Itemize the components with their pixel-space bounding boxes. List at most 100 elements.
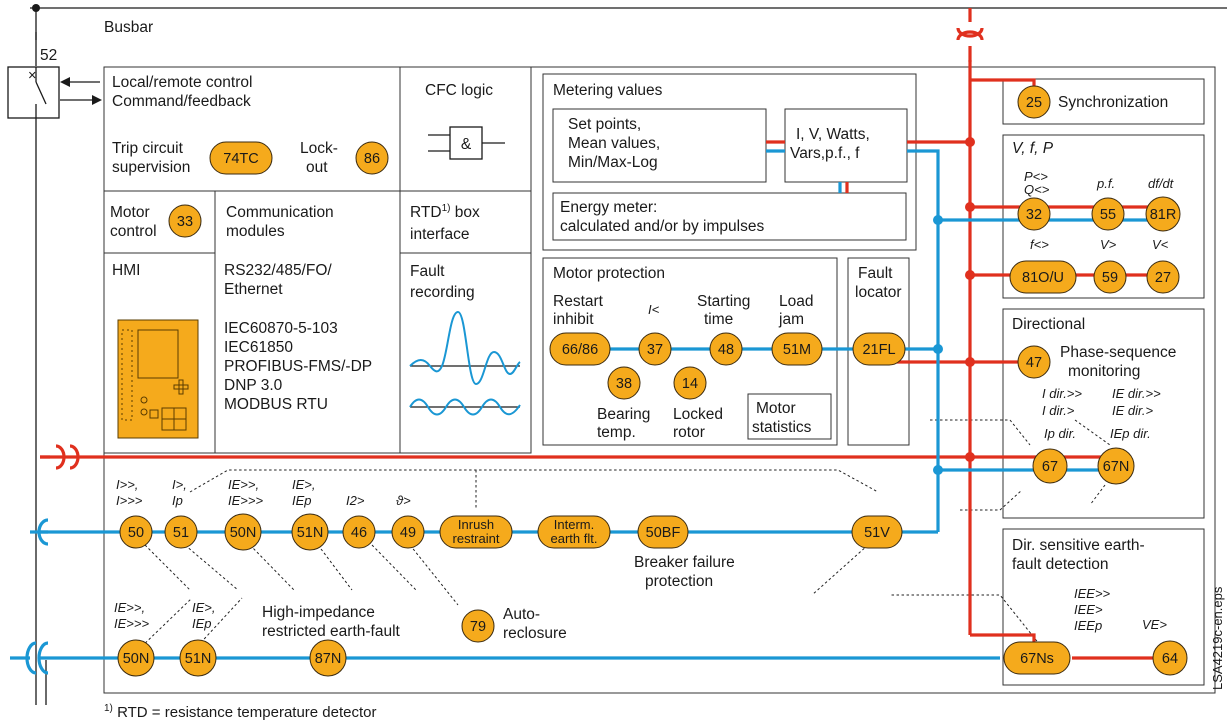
node-25: 25 [1017, 85, 1051, 119]
node-32: 32 [1017, 197, 1051, 231]
label-50N-b: IE>>> [228, 493, 263, 508]
ethernet-label: Ethernet [224, 281, 283, 298]
starting-label-1: Starting [697, 293, 750, 310]
svg-text:86: 86 [364, 151, 380, 167]
svg-text:48: 48 [718, 342, 734, 358]
iepdir-label: IEp dir. [1110, 426, 1151, 441]
fneq-label: f<> [1030, 237, 1049, 252]
comm-label-2: modules [226, 223, 285, 240]
svg-text:87N: 87N [315, 651, 342, 667]
vgt-label: V> [1100, 237, 1117, 252]
node-86: 86 [355, 141, 389, 175]
ipdir-label: Ip dir. [1044, 426, 1076, 441]
blue-to-ivw [907, 149, 940, 220]
rtd-section [399, 190, 532, 254]
rtd-box: box [450, 204, 480, 221]
svg-text:74TC: 74TC [223, 151, 258, 167]
label-46: I2> [346, 493, 365, 508]
svg-text:Inrush: Inrush [458, 517, 494, 532]
red-junction-4 [965, 357, 975, 367]
breaker-52-label: 52 [40, 47, 57, 64]
motor-control-label-1: Motor [110, 204, 150, 221]
node-55: 55 [1091, 197, 1125, 231]
footnote-sup: 1) [104, 703, 113, 714]
hmi-label: HMI [112, 262, 140, 279]
hmi-cross-v [178, 379, 184, 395]
rtd-label-1: RTD1) box [410, 203, 480, 221]
restart-label-1: Restart [553, 293, 604, 310]
node-37: 37 [638, 332, 672, 366]
node-59: 59 [1093, 260, 1127, 294]
starting-label-2: time [704, 311, 733, 328]
dnp-label: DNP 3.0 [224, 377, 283, 394]
svg-text:21FL: 21FL [862, 342, 895, 358]
node-49: 49 [391, 515, 425, 549]
svg-text:50: 50 [128, 525, 144, 541]
comm-label-1: Communication [226, 204, 334, 221]
metering-title: Metering values [553, 82, 663, 99]
dotted-67-top [1074, 419, 1111, 446]
red-vt-symbol [956, 27, 984, 41]
node-46: 46 [342, 515, 376, 549]
rs232-label: RS232/485/FO/ [224, 262, 332, 279]
dotted-51-down [184, 544, 239, 591]
svg-text:37: 37 [647, 342, 663, 358]
svg-text:50N: 50N [230, 525, 257, 541]
node-51V: 51V [851, 515, 903, 549]
svg-text:67N: 67N [1103, 459, 1130, 475]
label-50-a: I>>, [116, 477, 138, 492]
svg-text:50N: 50N [123, 651, 150, 667]
node-14: 14 [673, 366, 707, 400]
iee-label-3: IEEp [1074, 618, 1102, 633]
rtd-label-2: interface [410, 226, 469, 243]
dotted-directional-bottom [960, 489, 1023, 511]
dotted-51N-down [317, 544, 353, 591]
rtd-sup: 1) [442, 203, 451, 214]
svg-text:67: 67 [1042, 459, 1058, 475]
red-junction-5 [965, 452, 975, 462]
and-gate-symbol: & [461, 136, 472, 153]
node-47: 47 [1017, 345, 1051, 379]
fault-recording-label-1: Fault [410, 263, 445, 280]
label-51N-a: IE>, [292, 477, 316, 492]
label-51-b: Ip [172, 493, 183, 508]
svg-text:32: 32 [1026, 207, 1042, 223]
waveform-1 [409, 310, 521, 386]
label-49: ϑ> [396, 493, 411, 508]
svg-text:47: 47 [1026, 355, 1042, 371]
dotted-46-down [371, 544, 417, 591]
svg-text:33: 33 [177, 214, 193, 230]
autoreclosure-label-1: Auto- [503, 606, 540, 623]
node-48: 48 [709, 332, 743, 366]
setpoints-line-2: Mean values, [568, 135, 660, 152]
autoreclosure-label-2: reclosure [503, 625, 567, 642]
blue-junction-3 [933, 465, 943, 475]
idir-label-1: I dir.>> [1042, 386, 1082, 401]
pq-label-2: Q<> [1024, 182, 1050, 197]
breaker-failure-label-2: protection [645, 573, 713, 590]
red-junction-2 [965, 202, 975, 212]
setpoints-line-3: Min/Max-Log [568, 154, 658, 171]
label-50N2-b: IE>>> [114, 616, 149, 631]
node-interm-earth-flt: Interm.earth flt. [537, 515, 611, 549]
lockout-label-2: out [306, 159, 328, 176]
node-38: 38 [607, 366, 641, 400]
svg-text:64: 64 [1162, 651, 1178, 667]
hmi-leds [121, 329, 133, 421]
svg-text:81O/U: 81O/U [1022, 270, 1064, 286]
vfp-label: V, f, P [1012, 140, 1054, 157]
ivw-line-1: I, V, Watts, [796, 126, 870, 143]
phase-seq-label-1: Phase-sequence [1060, 344, 1176, 361]
svg-text:55: 55 [1100, 207, 1116, 223]
energy-box [552, 192, 907, 241]
dotted-earth-bracket [890, 594, 1041, 646]
footnote: 1) RTD = resistance temperature detector [104, 703, 377, 721]
load-label-2: jam [778, 311, 804, 328]
svg-text:59: 59 [1102, 270, 1118, 286]
motor-statistics-label-1: Motor [756, 400, 796, 417]
svg-text:46: 46 [351, 525, 367, 541]
svg-text:49: 49 [400, 525, 416, 541]
trip-label-1: Trip circuit [112, 140, 184, 157]
svg-text:51N: 51N [297, 525, 324, 541]
